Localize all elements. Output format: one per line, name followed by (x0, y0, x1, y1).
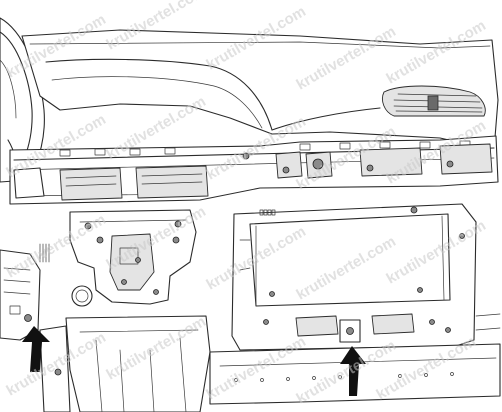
center-fastener-arrow (340, 346, 366, 396)
arrow-up-icon (22, 326, 50, 372)
left-fastener-arrow (22, 326, 50, 372)
dashboard-top-panel (21, 29, 499, 151)
cross-car-beam (9, 135, 499, 205)
air-vent (382, 85, 486, 117)
glove-box-frame (231, 203, 477, 351)
arrow-up-icon (340, 346, 366, 396)
left-support-bracket (39, 209, 197, 307)
